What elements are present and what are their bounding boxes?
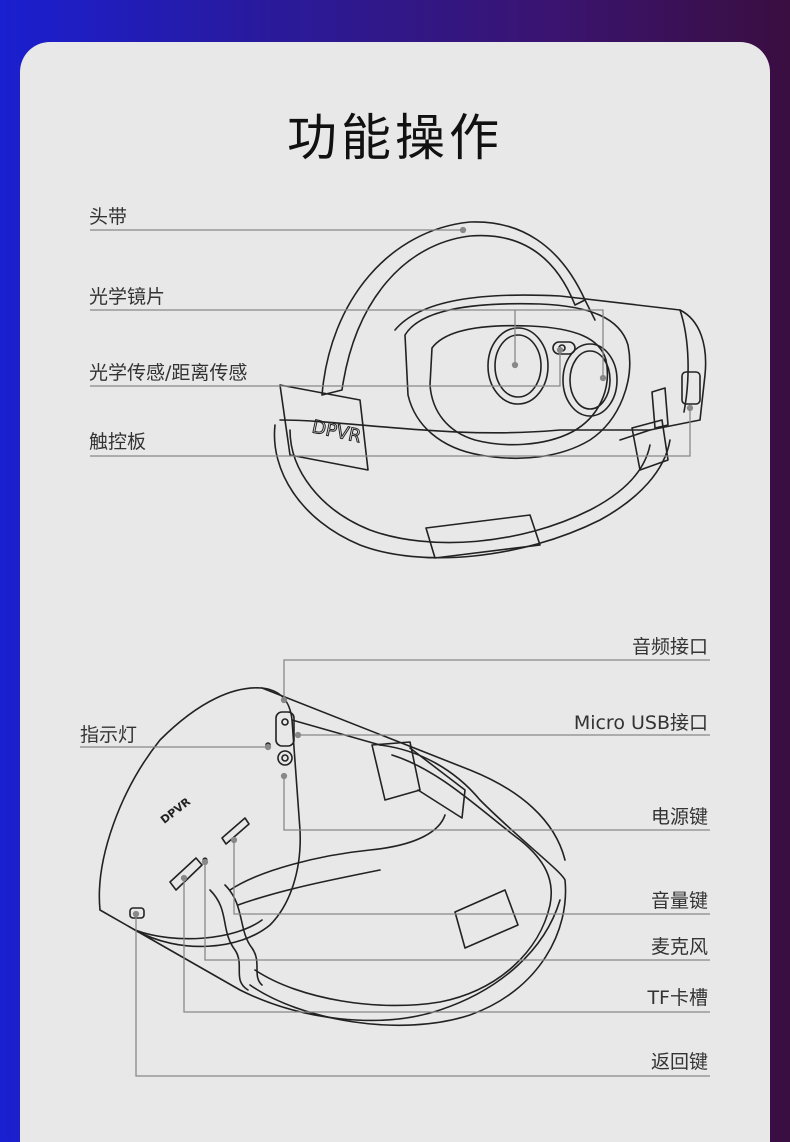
label-back-key: 返回键: [650, 1051, 708, 1073]
label-volume-key: 音量键: [650, 890, 708, 912]
label-optical-lens: 光学镜片: [89, 286, 166, 308]
label-tf-slot: TF卡槽: [647, 987, 708, 1009]
page-title: 功能操作: [287, 109, 503, 167]
label-micro-usb: Micro USB接口: [573, 712, 708, 734]
brand-mark-bottom: DPVR: [158, 795, 193, 827]
label-touchpad: 触控板: [89, 431, 147, 453]
label-audio-port: 音频接口: [631, 636, 708, 658]
label-sensor: 光学传感/距离传感: [89, 362, 248, 384]
brand-mark-top: DPVR: [310, 416, 363, 447]
label-power-key: 电源键: [650, 806, 708, 828]
label-microphone: 麦克风: [650, 936, 708, 958]
label-indicator: 指示灯: [80, 724, 138, 746]
label-headband: 头带: [89, 206, 128, 228]
content-card: [20, 42, 770, 1142]
